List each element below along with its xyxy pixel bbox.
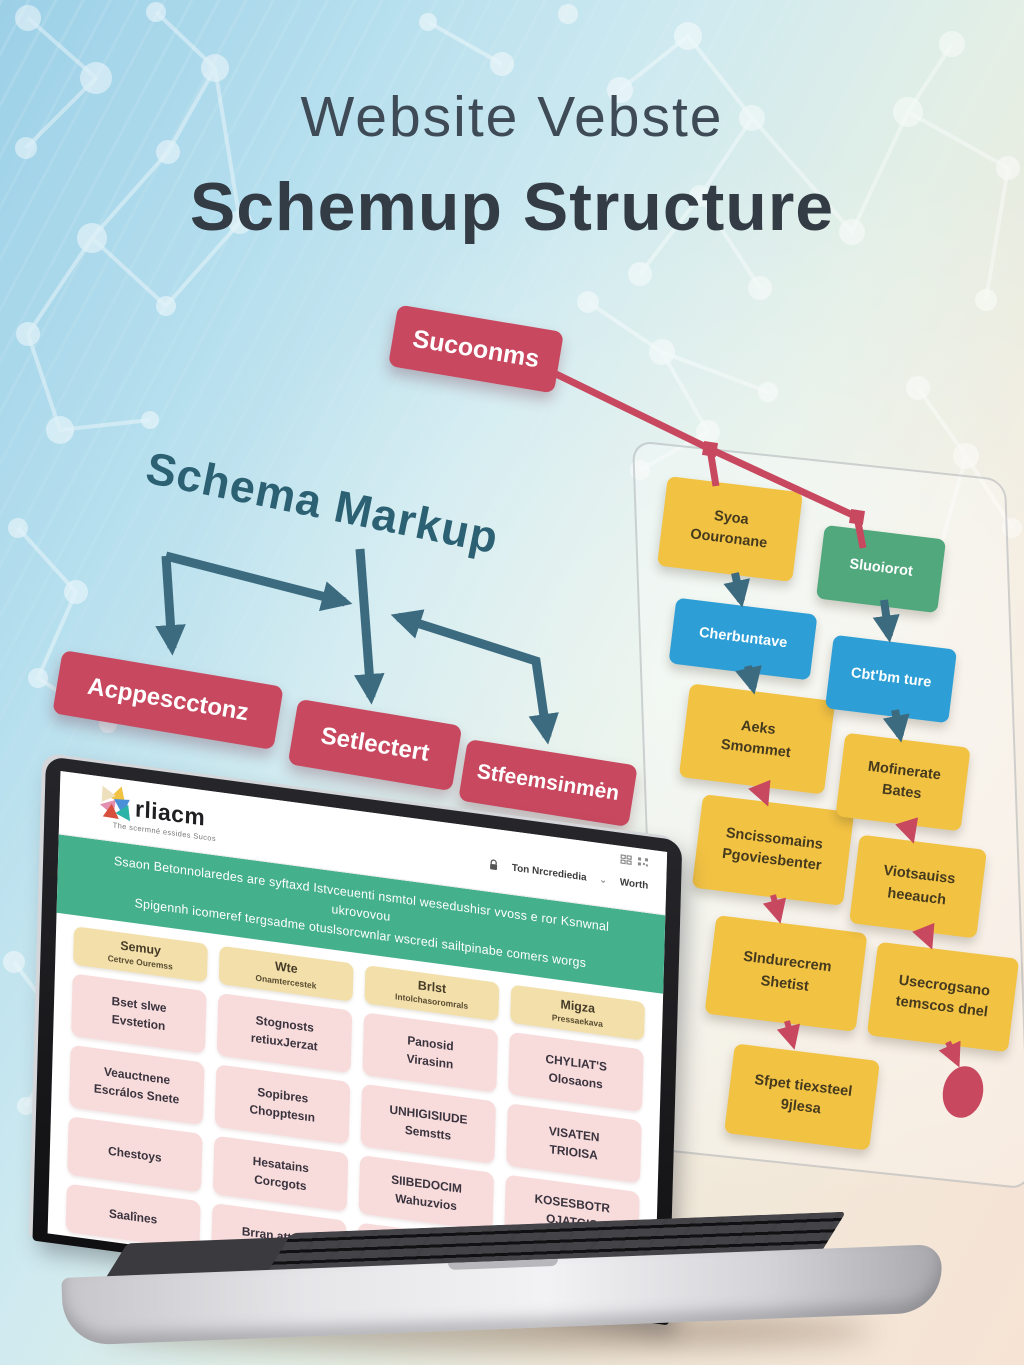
lock-icon [490,859,498,871]
schema-box-1: Acppescctonz [52,649,284,751]
table-cell: Hesatains Corcgots [212,1135,349,1212]
column-header: Brlst Intolchasoromrals [364,965,500,1022]
site-nav: Ton Nrcrediedia ⌄ Worth [489,859,649,892]
table-cell: Veauctnene Escrálos Snete [69,1044,205,1125]
poster-title-line2: Schemup Structure [189,169,835,245]
qr-icon[interactable] [637,856,649,868]
flow-a5-box: SIndurecrem Shetist [704,915,868,1032]
flow-root-box: Sucoonms [388,304,564,394]
poster-title-line1: Website Vebste [300,85,724,149]
table-cell: Chestoys [67,1116,203,1193]
chevron-down-icon: ⌄ [599,873,608,885]
flow-a1-box: Syoa Oouronane [657,476,803,582]
schema-box-2: Setlectert [287,698,463,792]
table-column-1: Semuy Cetrve Ouremss Bset slwe Evstetion… [65,926,208,1250]
table-cell: VISATEN TRIOISA [506,1103,642,1184]
flow-a4-box: Sncissomains Pgoviesbenter [691,794,855,906]
site-header: rliacm The scermné essides Sucos [58,771,668,916]
flow-b4-box: Viotsauiss heeauch [849,834,987,939]
column-header: Wte Onamtercestek [218,945,354,1002]
column-header: Semuy Cetrve Ouremss [73,926,208,983]
table-column-2: Wte Onamtercestek Stognosts retiuxJerzat… [211,945,354,1270]
column-header: Migza Pressaekava [510,984,646,1041]
flow-b1-box: Sluoiorot [815,524,947,614]
header-corner-icons [620,854,649,868]
laptop-screen: rliacm The scermné essides Sucos [32,756,683,1326]
flow-a6-box: Sfpet tiexsteel 9jlesa [724,1043,880,1151]
nav-item-2[interactable]: Worth [619,876,649,892]
table-cell: Panosid Virasinn [362,1012,498,1093]
website-screenshot: rliacm The scermné essides Sucos [47,771,668,1315]
table-cell: Stognosts retiuxJerzat [216,992,353,1074]
table-cell: CHYLIAT'S Olosaons [508,1031,644,1112]
logo-mark-icon [95,782,142,826]
flow-b5-box: Usecrogsano temscos dnel [866,941,1020,1053]
table-cell: SIIBEDOCIM Wahuzvios [358,1155,495,1232]
nav-item-1[interactable]: Ton Nrcrediedia [511,862,587,884]
flow-b3-box: Mofinerate Bates [835,732,971,832]
table-cell: UNHIGISIUDE Semstts [360,1083,496,1164]
schema-markup-heading: Schema Markup [141,442,503,564]
flow-b2-box: Cbt'bm ture [824,634,958,724]
grid-icon[interactable] [620,854,632,866]
flow-a3-box: Aeks Smommet [678,683,836,795]
table-cell: Sopibres Chopptesın [214,1064,351,1145]
table-cell: Bset slwe Evstetion [71,973,207,1054]
site-logo[interactable]: rliacm The scermné essides Sucos [95,782,217,843]
